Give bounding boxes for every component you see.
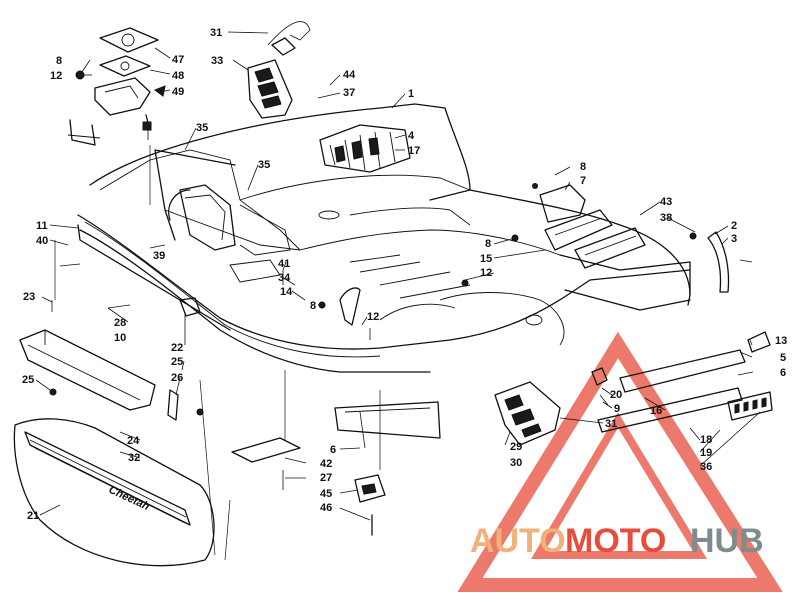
front-bumper-bar [19, 297, 201, 421]
callout-11: 11 [36, 220, 48, 232]
callout-47: 47 [172, 54, 184, 66]
callout-31: 31 [210, 27, 222, 39]
callout-39: 39 [153, 250, 165, 262]
callout-8: 8 [485, 238, 491, 250]
callout-43: 43 [660, 196, 672, 208]
callout-6: 6 [780, 367, 786, 379]
lower-braces [231, 331, 773, 463]
callout-29: 29 [510, 441, 522, 453]
callout-17: 17 [408, 145, 420, 157]
callout-48: 48 [172, 70, 184, 82]
callout-20: 20 [610, 389, 622, 401]
rear-flap [707, 231, 730, 293]
callout-34: 34 [278, 272, 291, 284]
callout-35: 35 [258, 159, 270, 171]
watermark-moto: MOTO [565, 522, 666, 560]
callout-21: 21 [27, 510, 39, 522]
callout-4: 4 [408, 130, 415, 142]
callout-49: 49 [172, 86, 184, 98]
grille-script: Cheetah [107, 484, 152, 513]
callout-45: 45 [320, 488, 332, 500]
callout-9: 9 [614, 403, 620, 415]
cable-31 [267, 21, 311, 46]
callout-8: 8 [56, 55, 62, 67]
callout-3: 3 [731, 233, 737, 245]
callout-13: 13 [775, 335, 787, 347]
callout-8: 8 [310, 300, 316, 312]
callout-38: 38 [660, 212, 672, 224]
callout-12: 12 [480, 267, 492, 279]
watermark-text: AUTO MOTO HUB [470, 522, 764, 560]
callout-44: 44 [343, 69, 356, 81]
callout-14: 14 [280, 286, 293, 298]
watermark-auto: AUTO [470, 522, 566, 560]
callout-40: 40 [36, 235, 48, 247]
callout-27: 27 [320, 472, 332, 484]
callout-33: 33 [211, 55, 223, 67]
callout-42: 42 [320, 458, 332, 470]
callout-labels: 31 33 47 48 49 8 12 44 37 1 4 17 35 35 8… [22, 27, 787, 522]
callout-12: 12 [367, 311, 379, 323]
callout-35: 35 [196, 122, 208, 134]
callout-46: 46 [320, 502, 332, 514]
cable-bracket [271, 37, 296, 56]
callout-37: 37 [343, 87, 355, 99]
callout-2: 2 [731, 220, 737, 232]
steering-boot [247, 59, 293, 119]
callout-5: 5 [780, 352, 786, 364]
mount-plates [67, 27, 166, 146]
bumper-stop [354, 474, 386, 536]
callout-12: 12 [50, 70, 62, 82]
reference-lines [54, 145, 381, 561]
callout-8: 8 [580, 161, 586, 173]
callout-26: 26 [171, 372, 183, 384]
callout-31: 31 [605, 418, 617, 430]
steering-bracket [168, 184, 291, 256]
callout-24: 24 [127, 435, 140, 447]
belly-pan-body [77, 103, 691, 373]
callout-30: 30 [510, 457, 522, 469]
callout-32: 32 [128, 452, 140, 464]
watermark-hub: HUB [690, 522, 764, 560]
leader-lines [35, 31, 761, 521]
callout-7: 7 [580, 175, 586, 187]
callout-23: 23 [23, 291, 35, 303]
callout-16: 16 [650, 405, 662, 417]
callout-25: 25 [171, 356, 183, 368]
callout-25: 25 [22, 374, 34, 386]
callout-18: 18 [700, 434, 712, 446]
watermark-triangle [457, 331, 783, 592]
callout-10: 10 [114, 332, 126, 344]
callout-1: 1 [408, 88, 414, 100]
fasteners [49, 70, 753, 490]
callout-28: 28 [114, 317, 126, 329]
callout-6: 6 [330, 444, 336, 456]
callout-19: 19 [700, 447, 712, 459]
callout-15: 15 [480, 253, 492, 265]
rear-boot [494, 367, 608, 446]
callout-36: 36 [700, 461, 712, 473]
callout-22: 22 [171, 342, 183, 354]
callout-41: 41 [278, 258, 290, 270]
air-intake-vent [319, 124, 411, 173]
front-nose-grille: Cheetah [13, 418, 215, 567]
